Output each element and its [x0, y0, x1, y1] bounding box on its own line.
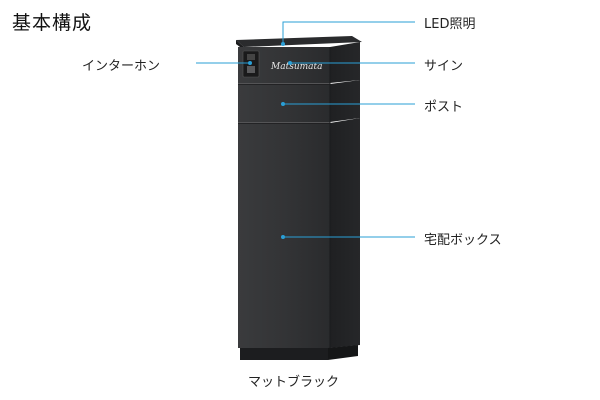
label-delivery-box: 宅配ボックス: [424, 233, 502, 248]
page-title: 基本構成: [12, 12, 93, 34]
label-intercom: インターホン: [82, 59, 161, 74]
leader-dots: [248, 42, 292, 239]
post-side: [330, 80, 360, 122]
top-lid: [236, 36, 362, 47]
label-post: ポスト: [424, 100, 464, 115]
intercom-camera: [247, 54, 255, 60]
color-caption: マットブラック: [248, 375, 340, 390]
label-led: LED照明: [424, 17, 476, 32]
delivery-box-side: [330, 118, 360, 348]
leader-lines: [196, 21, 415, 238]
sign-logo: Matsumata: [270, 62, 323, 72]
intercom-button: [247, 66, 255, 73]
leader-led: [282, 21, 415, 44]
base-plinth: [240, 348, 328, 360]
label-sign: サイン: [424, 59, 464, 74]
base-side: [328, 345, 358, 360]
